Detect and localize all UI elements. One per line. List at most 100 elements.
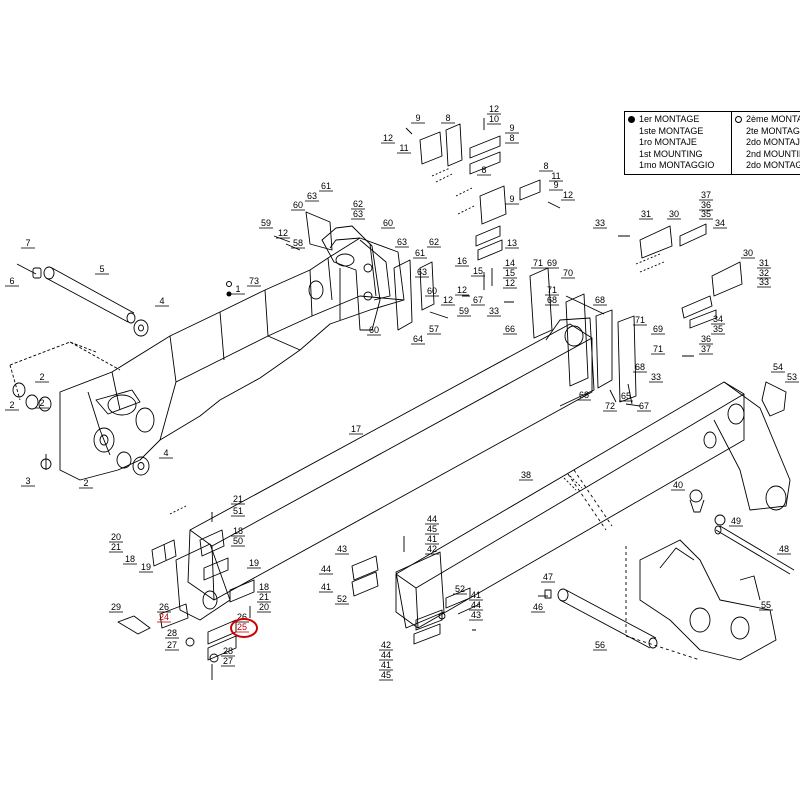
- callout-43[interactable]: 43: [469, 610, 483, 621]
- callout-6[interactable]: 6: [5, 276, 19, 287]
- callout-28[interactable]: 28: [165, 628, 179, 639]
- callout-26[interactable]: 26: [157, 602, 171, 613]
- callout-9[interactable]: 9: [411, 113, 425, 124]
- callout-12[interactable]: 12: [487, 104, 501, 115]
- callout-15[interactable]: 15: [503, 268, 517, 279]
- callout-19[interactable]: 19: [247, 558, 261, 569]
- callout-5[interactable]: 5: [95, 264, 109, 275]
- callout-62[interactable]: 62: [427, 237, 441, 248]
- callout-30[interactable]: 30: [741, 248, 755, 259]
- callout-2[interactable]: 2: [79, 478, 93, 489]
- callout-60[interactable]: 60: [291, 200, 305, 211]
- callout-68[interactable]: 68: [593, 295, 607, 306]
- callout-31[interactable]: 31: [639, 209, 653, 220]
- callout-33[interactable]: 33: [487, 306, 501, 317]
- callout-60[interactable]: 60: [381, 218, 395, 229]
- callout-73[interactable]: 73: [247, 276, 261, 287]
- callout-8[interactable]: 8: [505, 133, 519, 144]
- callout-18[interactable]: 18: [123, 554, 137, 565]
- callout-20[interactable]: 20: [257, 602, 271, 613]
- callout-63[interactable]: 63: [395, 237, 409, 248]
- callout-71[interactable]: 71: [633, 315, 647, 326]
- callout-24[interactable]: 24: [157, 612, 171, 623]
- callout-61[interactable]: 61: [413, 248, 427, 259]
- callout-8[interactable]: 8: [539, 161, 553, 172]
- callout-21[interactable]: 21: [109, 542, 123, 553]
- callout-65[interactable]: 65: [619, 391, 633, 402]
- callout-67[interactable]: 67: [637, 401, 651, 412]
- callout-18[interactable]: 18: [231, 526, 245, 537]
- callout-27[interactable]: 27: [221, 656, 235, 667]
- callout-15[interactable]: 15: [471, 266, 485, 277]
- callout-31[interactable]: 31: [757, 258, 771, 269]
- callout-34[interactable]: 34: [711, 314, 725, 325]
- callout-29[interactable]: 29: [109, 602, 123, 613]
- callout-37[interactable]: 37: [699, 344, 713, 355]
- callout-33[interactable]: 33: [757, 277, 771, 288]
- callout-16[interactable]: 16: [455, 256, 469, 267]
- callout-17[interactable]: 17: [349, 424, 363, 435]
- callout-72[interactable]: 72: [603, 401, 617, 412]
- callout-9[interactable]: 9: [505, 123, 519, 134]
- callout-45[interactable]: 45: [425, 524, 439, 535]
- callout-20[interactable]: 20: [109, 532, 123, 543]
- callout-19[interactable]: 19: [139, 562, 153, 573]
- callout-41[interactable]: 41: [319, 582, 333, 593]
- callout-70[interactable]: 70: [561, 268, 575, 279]
- callout-3[interactable]: 3: [21, 476, 35, 487]
- callout-21[interactable]: 21: [257, 592, 271, 603]
- callout-63[interactable]: 63: [415, 267, 429, 278]
- callout-56[interactable]: 56: [593, 640, 607, 651]
- callout-61[interactable]: 61: [319, 181, 333, 192]
- callout-63[interactable]: 63: [351, 209, 365, 220]
- callout-68[interactable]: 68: [545, 295, 559, 306]
- callout-44[interactable]: 44: [319, 564, 333, 575]
- callout-12[interactable]: 12: [503, 278, 517, 289]
- callout-59[interactable]: 59: [457, 306, 471, 317]
- callout-4[interactable]: 4: [159, 448, 173, 459]
- callout-52[interactable]: 52: [453, 584, 467, 595]
- callout-27[interactable]: 27: [165, 640, 179, 651]
- callout-32[interactable]: 32: [757, 268, 771, 279]
- callout-66[interactable]: 66: [503, 324, 517, 335]
- callout-58[interactable]: 58: [291, 238, 305, 249]
- callout-1[interactable]: 1: [231, 284, 245, 295]
- callout-69[interactable]: 69: [545, 258, 559, 269]
- callout-49[interactable]: 49: [729, 516, 743, 527]
- callout-67[interactable]: 67: [471, 295, 485, 306]
- callout-52[interactable]: 52: [335, 594, 349, 605]
- callout-14[interactable]: 14: [503, 258, 517, 269]
- callout-51[interactable]: 51: [231, 506, 245, 517]
- callout-48[interactable]: 48: [777, 544, 791, 555]
- callout-10[interactable]: 10: [487, 114, 501, 125]
- callout-33[interactable]: 33: [593, 218, 607, 229]
- callout-57[interactable]: 57: [427, 324, 441, 335]
- callout-60[interactable]: 60: [425, 286, 439, 297]
- callout-25[interactable]: 25: [235, 622, 249, 633]
- callout-36[interactable]: 36: [699, 200, 713, 211]
- callout-12[interactable]: 12: [455, 285, 469, 296]
- callout-11[interactable]: 11: [549, 171, 563, 182]
- callout-36[interactable]: 36: [699, 334, 713, 345]
- callout-26[interactable]: 26: [235, 612, 249, 623]
- callout-41[interactable]: 41: [379, 660, 393, 671]
- callout-2[interactable]: 2: [35, 372, 49, 383]
- callout-2[interactable]: 2: [35, 398, 49, 409]
- callout-69[interactable]: 69: [651, 324, 665, 335]
- callout-44[interactable]: 44: [425, 514, 439, 525]
- callout-45[interactable]: 45: [379, 670, 393, 681]
- callout-35[interactable]: 35: [699, 209, 713, 220]
- callout-46[interactable]: 46: [531, 602, 545, 613]
- callout-42[interactable]: 42: [379, 640, 393, 651]
- callout-12[interactable]: 12: [441, 295, 455, 306]
- callout-9[interactable]: 9: [549, 180, 563, 191]
- callout-21[interactable]: 21: [231, 494, 245, 505]
- callout-8[interactable]: 8: [477, 165, 491, 176]
- callout-35[interactable]: 35: [711, 324, 725, 335]
- callout-68[interactable]: 68: [577, 390, 591, 401]
- callout-9[interactable]: 9: [505, 194, 519, 205]
- callout-11[interactable]: 11: [397, 143, 411, 154]
- callout-7[interactable]: 7: [21, 238, 35, 249]
- callout-41[interactable]: 41: [425, 534, 439, 545]
- callout-54[interactable]: 54: [771, 362, 785, 373]
